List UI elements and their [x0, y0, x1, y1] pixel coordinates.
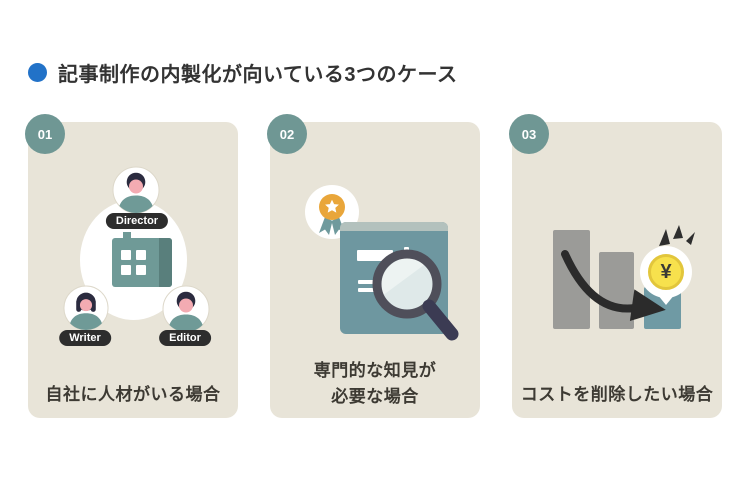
- yen-coin-icon: ¥: [640, 246, 692, 298]
- page-header: 記事制作の内製化が向いている3つのケース: [28, 58, 458, 87]
- editor-label: Editor: [159, 330, 211, 346]
- case-caption-2: 専門的な知見が 必要な場合: [270, 358, 480, 410]
- document-title-line: [357, 250, 393, 261]
- company-building-icon: [112, 232, 172, 287]
- case-caption-3: コストを削除したい場合: [520, 385, 714, 404]
- writer-label: Writer: [59, 330, 111, 346]
- director-avatar-icon: [112, 166, 160, 214]
- case-card-1: 01 Director: [25, 114, 238, 418]
- case-caption-2-line2: 必要な場合: [331, 387, 419, 406]
- case-number-badge-1: 01: [25, 114, 65, 154]
- magnifier-icon: [362, 239, 462, 344]
- downtrend-arrow-icon: [540, 240, 675, 325]
- case-number-badge-3: 03: [509, 114, 549, 154]
- bar-chart-bar-medium: [599, 252, 634, 329]
- document-text-line: [358, 288, 386, 292]
- case-card-3: 03 ¥ コストを削除したい場合: [509, 114, 722, 418]
- page-title: 記事制作の内製化が向いている3つのケース: [58, 64, 458, 86]
- bullet-dot-icon: [28, 63, 47, 82]
- case-caption-1: 自社に人材がいる場合: [45, 385, 221, 404]
- sparkle-icon: [658, 224, 696, 250]
- case-caption-2-line1: 専門的な知見が: [313, 361, 437, 380]
- document-text-line: [358, 280, 386, 284]
- director-label: Director: [105, 213, 169, 229]
- case-number-badge-2: 02: [267, 114, 307, 154]
- document-top-edge: [340, 222, 448, 231]
- yen-symbol: ¥: [648, 254, 684, 290]
- case-card-2: 02: [267, 114, 480, 418]
- editor-avatar-icon: [162, 285, 210, 333]
- coin-pointer: [657, 294, 675, 305]
- writer-avatar-icon: [63, 285, 109, 331]
